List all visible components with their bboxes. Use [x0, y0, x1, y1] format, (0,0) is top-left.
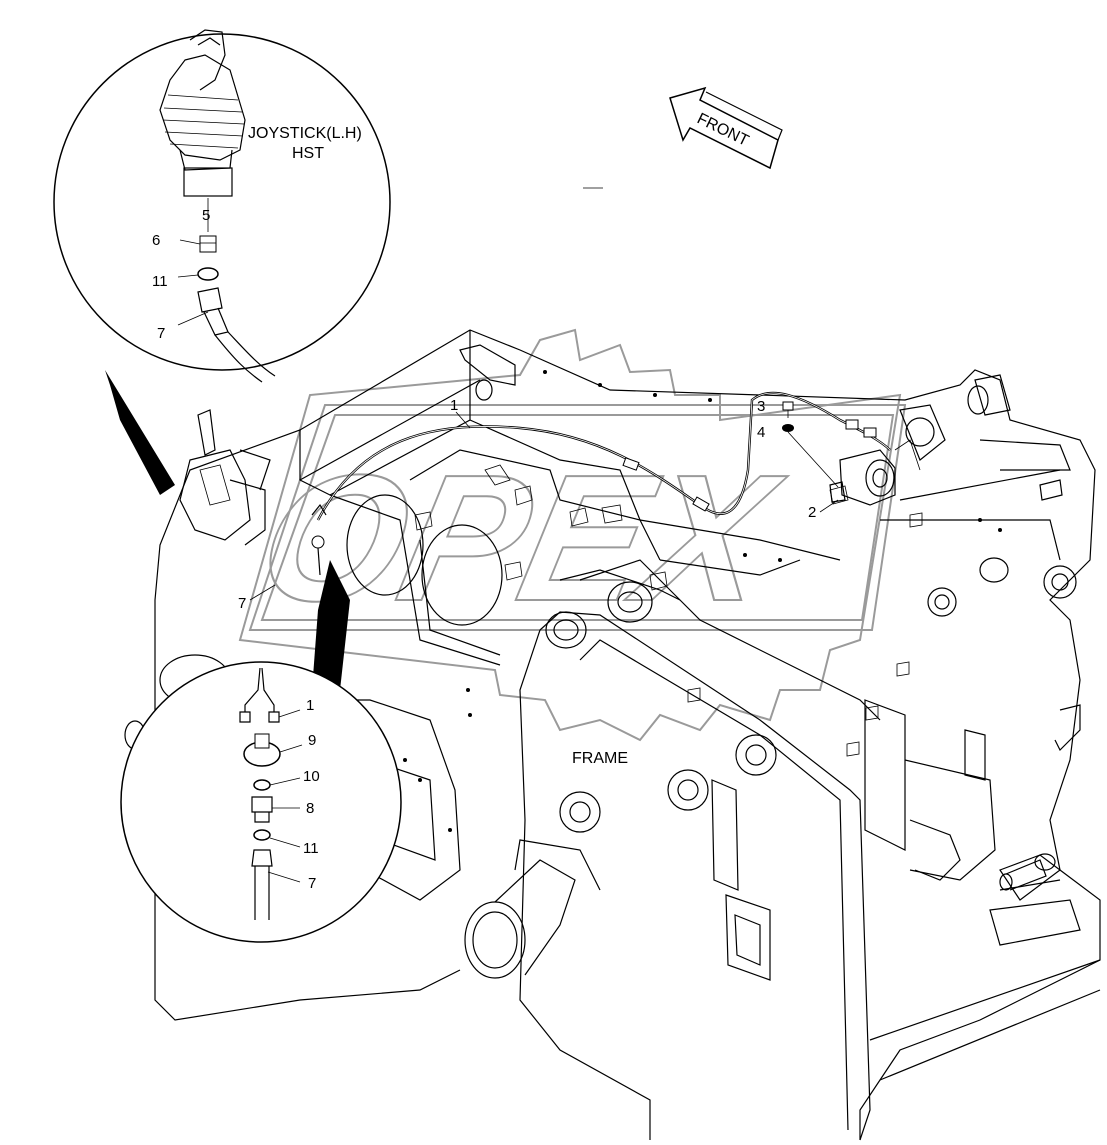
joystick-small [179, 409, 271, 546]
callout-top-11: 11 [152, 273, 168, 290]
detail-circle-switch [120, 560, 402, 943]
callout-top-5: 5 [202, 207, 210, 224]
callout-main-1: 1 [450, 397, 458, 414]
callout-top-6: 6 [152, 232, 160, 249]
pressure-switch-small [311, 503, 327, 576]
hst-label: HST [292, 145, 324, 162]
front-arrow: FRONT [669, 86, 783, 170]
callout-bot-10: 10 [303, 768, 320, 785]
callout-main-7: 7 [238, 595, 246, 612]
callout-bot-11: 11 [303, 840, 319, 857]
callout-top-7: 7 [157, 325, 165, 342]
frame-body [124, 329, 1101, 1141]
washer-part-4 [782, 424, 794, 432]
callout-main-3: 3 [757, 398, 765, 415]
callout-main-4: 4 [757, 424, 765, 441]
callout-bot-9: 9 [308, 732, 316, 749]
bolt-part-3 [782, 401, 794, 418]
buzzer-unit [829, 439, 921, 506]
callout-bot-7: 7 [308, 875, 316, 892]
callout-bot-1: 1 [306, 697, 314, 714]
detail-circle-joystick [53, 29, 391, 495]
frame-label: FRAME [572, 750, 628, 767]
callout-bot-8: 8 [306, 800, 314, 817]
joystick-label: JOYSTICK(L.H) [248, 125, 362, 142]
wiring-harness [316, 391, 891, 521]
callout-main-2: 2 [808, 504, 816, 521]
